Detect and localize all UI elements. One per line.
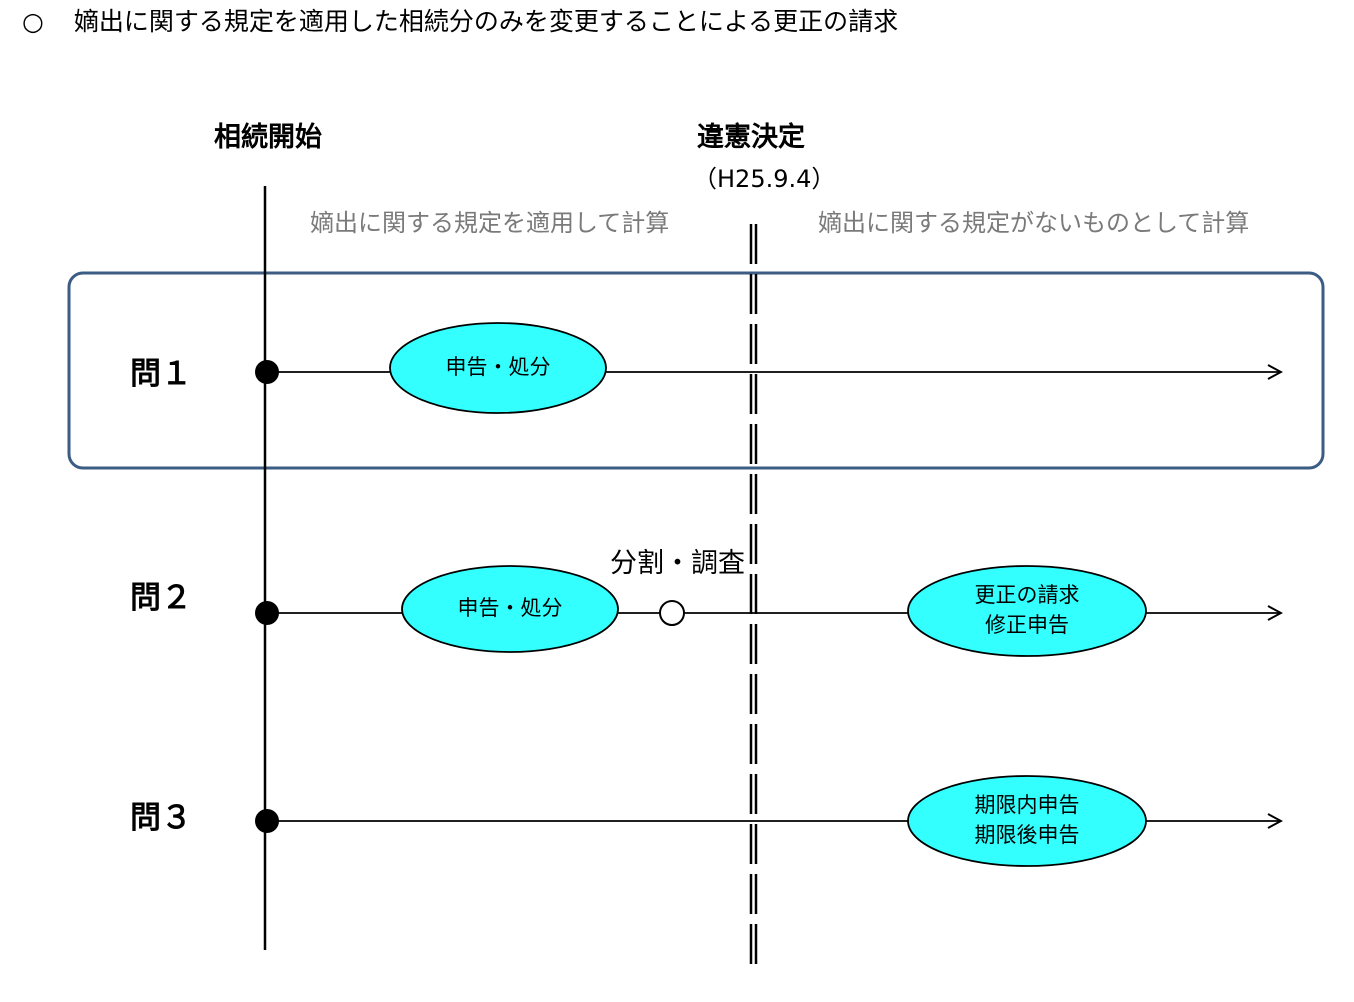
row-1-event-text: 申告・処分 xyxy=(390,323,606,413)
inheritance-start-label: 相続開始 xyxy=(214,122,322,153)
row-1-start-dot xyxy=(255,360,279,384)
row-2-event-2-line-2: 修正申告 xyxy=(985,613,1069,637)
decision-date: （H25.9.4） xyxy=(693,165,836,193)
title-circle-marker: ○ xyxy=(22,7,44,36)
row-2-event-oval-1 xyxy=(401,565,619,653)
page-title: ○ 嫡出に関する規定を適用した相続分のみを変更することによる更正の請求 xyxy=(22,9,898,34)
row-3-event-text: 期限内申告 期限後申告 xyxy=(908,776,1146,866)
row-2-event-oval-2 xyxy=(907,565,1147,657)
phase-after-label: 嫡出に関する規定がないものとして計算 xyxy=(818,209,1250,237)
row-3-event-line-1: 期限内申告 xyxy=(974,793,1080,818)
row-2-label: 問２ xyxy=(130,580,192,616)
row-3-start-dot xyxy=(255,809,279,833)
row-2-event-1-line-1: 申告・処分 xyxy=(457,596,563,621)
row-3-event-oval xyxy=(907,775,1147,867)
row-2-marker-label: 分割・調査 xyxy=(610,548,745,579)
row-1-event-line-1: 申告・処分 xyxy=(445,355,551,380)
row-2-event-2-text: 更正の請求 修正申告 xyxy=(908,566,1146,656)
row-2-start-dot xyxy=(255,601,279,625)
title-text: 嫡出に関する規定を適用した相続分のみを変更することによる更正の請求 xyxy=(73,7,899,36)
row-1-label: 問１ xyxy=(130,356,192,392)
decision-label: 違憲決定 xyxy=(697,122,805,153)
row-1-event-oval xyxy=(389,322,607,414)
row-1-highlight-box xyxy=(67,271,1325,470)
phase-before-label: 嫡出に関する規定を適用して計算 xyxy=(310,209,670,237)
row-2-event-1-text: 申告・処分 xyxy=(402,566,618,652)
row-2-open-circle-marker xyxy=(659,600,685,626)
row-2-event-2-line-1: 更正の請求 xyxy=(974,583,1080,608)
row-3-event-line-2: 期限後申告 xyxy=(974,823,1080,847)
row-3-label: 問３ xyxy=(130,800,192,836)
